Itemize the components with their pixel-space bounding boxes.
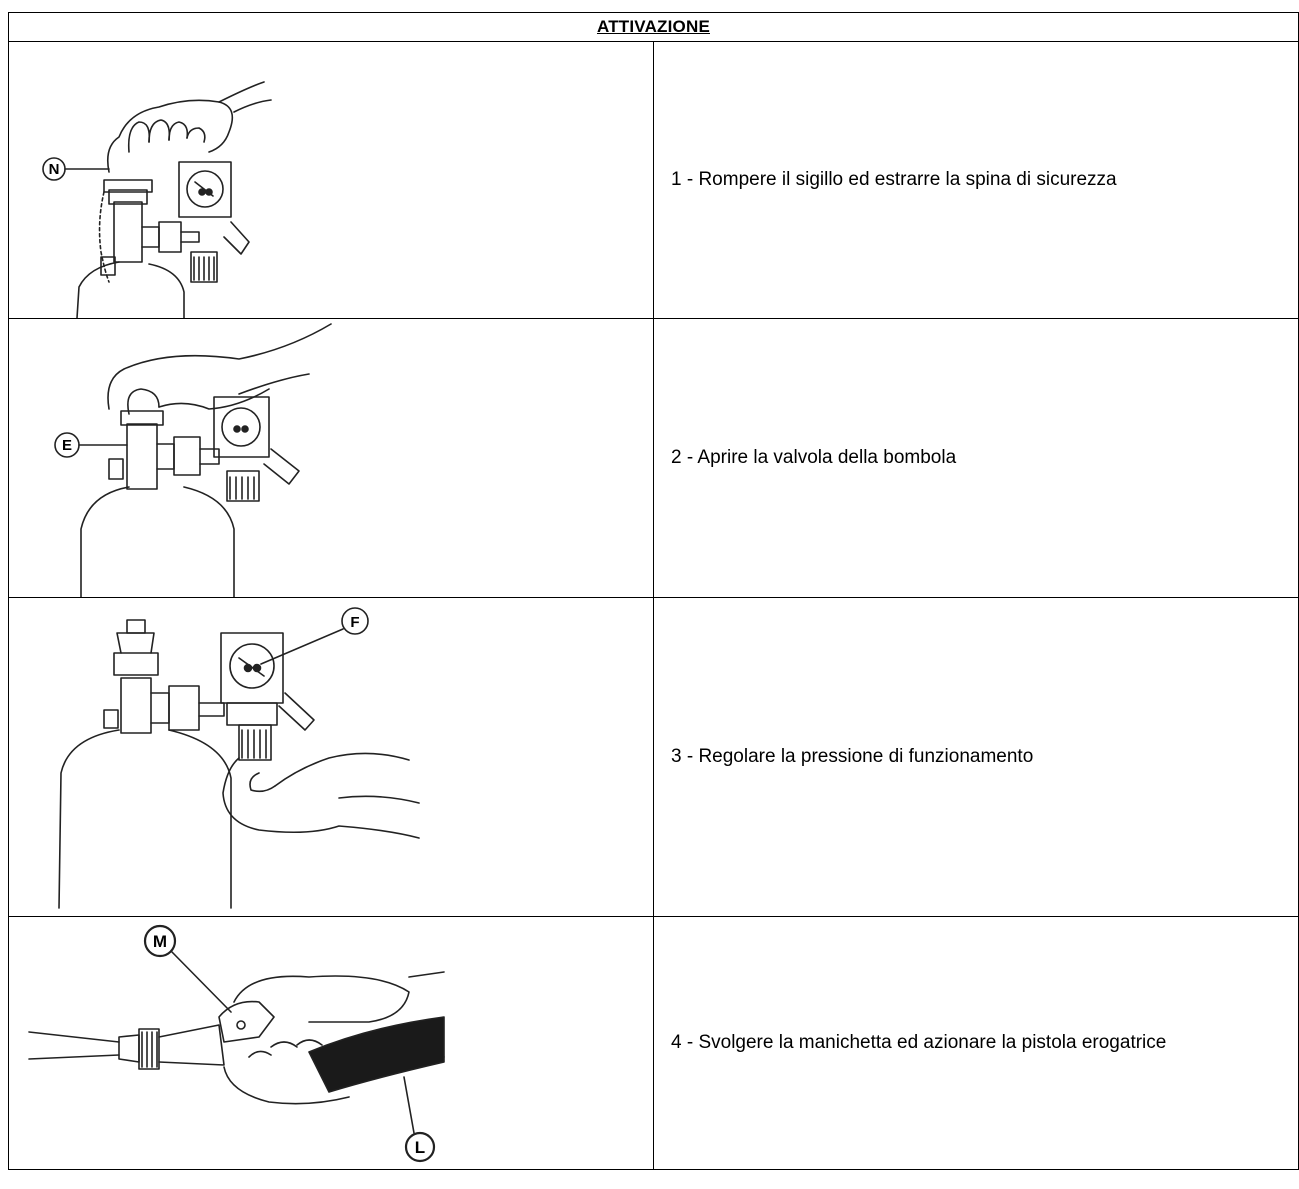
- step-1-illustration: N: [8, 41, 654, 319]
- hand-pulling-safety-pin-icon: N: [9, 42, 534, 318]
- step-3-illustration: F: [8, 597, 654, 917]
- step-row-1: N 1 - Rompere il sigillo ed estrarre la …: [8, 41, 1299, 319]
- step-2-text: 2 - Aprire la valvola della bombola: [653, 318, 1299, 598]
- step-1-text: 1 - Rompere il sigillo ed estrarre la sp…: [653, 41, 1299, 319]
- step-2-illustration: E: [8, 318, 654, 598]
- table-header: ATTIVAZIONE: [8, 12, 1299, 42]
- hand-adjusting-pressure-regulator-icon: F: [9, 598, 534, 916]
- step-4-illustration: M L: [8, 916, 654, 1170]
- svg-text:N: N: [49, 161, 60, 178]
- svg-text:E: E: [62, 437, 72, 454]
- step-row-3: F 3 - Regolare la pressione di funzionam…: [8, 597, 1299, 917]
- section-title: ATTIVAZIONE: [596, 17, 710, 36]
- step-row-4: M L 4 - Svolgere la manichetta ed aziona…: [8, 916, 1299, 1170]
- svg-text:M: M: [153, 932, 167, 951]
- svg-text:L: L: [415, 1138, 425, 1157]
- svg-text:F: F: [350, 614, 359, 631]
- hand-operating-spray-gun-icon: M L: [9, 917, 534, 1169]
- step-4-text: 4 - Svolgere la manichetta ed azionare l…: [653, 916, 1299, 1170]
- activation-table: ATTIVAZIONE: [8, 12, 1299, 1170]
- step-3-text: 3 - Regolare la pressione di funzionamen…: [653, 597, 1299, 917]
- step-row-2: E 2 - Aprire la valvola della bombola: [8, 318, 1299, 598]
- hand-opening-cylinder-valve-icon: E: [9, 319, 534, 597]
